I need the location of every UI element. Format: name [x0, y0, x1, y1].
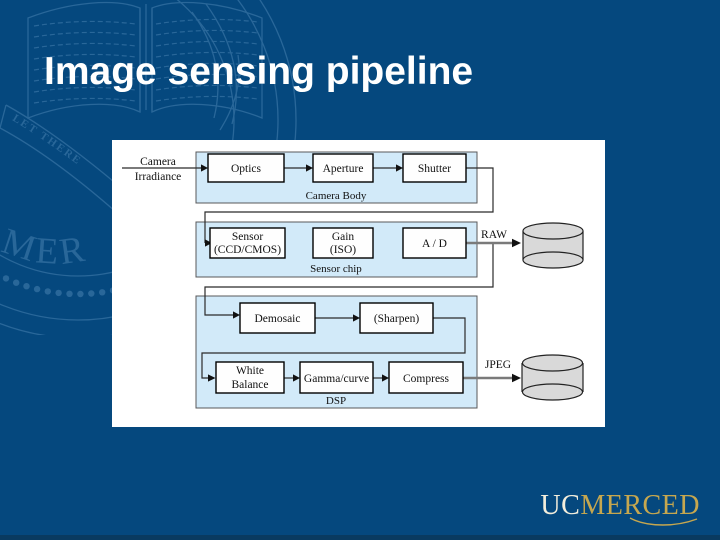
sharpen-label: (Sharpen): [374, 313, 420, 325]
shutter-label: Shutter: [418, 163, 451, 175]
flow-arrowheads: [201, 164, 521, 383]
raw-storage-cylinder-icon: [522, 222, 584, 269]
compress-label: Compress: [403, 373, 450, 385]
flow-wires: [122, 167, 513, 380]
raw-output-label: RAW: [481, 229, 507, 241]
gain-label-line2: (ISO): [330, 244, 356, 256]
page-title: Image sensing pipeline: [44, 50, 474, 93]
gamma-curve-label: Gamma/curve: [304, 373, 369, 385]
optics-box: [207, 153, 285, 183]
input-label-line2: Irradiance: [135, 171, 182, 183]
logo-uc-text: UC: [540, 490, 581, 521]
demosaic-label: Demosaic: [255, 313, 301, 325]
camera-irradiance-input-label: Camera Irradiance: [135, 156, 182, 183]
ad-converter-label: A / D: [422, 238, 447, 250]
white-balance-box: [215, 361, 285, 394]
input-label-line1: Camera: [140, 156, 176, 168]
seal-laurel: [191, 3, 240, 131]
aperture-box: [312, 153, 374, 183]
sharpen-box: [359, 302, 434, 334]
seal-arc-text: MER: [0, 221, 91, 273]
demosaic-box: [239, 302, 316, 334]
gain-box: [312, 227, 374, 259]
dsp-label: DSP: [326, 395, 346, 407]
gain-label-line1: Gain: [332, 231, 355, 243]
white-balance-label-line2: Balance: [231, 379, 268, 391]
jpeg-output-label: JPEG: [485, 359, 511, 371]
ad-converter-box: [402, 227, 467, 259]
sensor-box: [209, 227, 286, 259]
compress-box: [388, 361, 464, 394]
logo-swash: [629, 517, 698, 526]
sensor-label-line2: (CCD/CMOS): [214, 244, 281, 256]
jpeg-storage-cylinder-icon: [521, 354, 584, 401]
camera-body-label: Camera Body: [306, 190, 367, 202]
bottom-accent-bar: [0, 535, 720, 540]
seal-ribbon: LET THERE: [0, 104, 127, 213]
shutter-box: [402, 153, 467, 183]
image-sensing-pipeline-diagram: Camera Irradiance Optics Aperture Shutte…: [122, 151, 584, 409]
ucmerced-logo: UCMERCED: [540, 490, 700, 526]
logo-merced-text: MERCED: [580, 490, 700, 521]
white-balance-label-line1: White: [236, 365, 264, 377]
seal-rings: [0, 0, 297, 335]
gamma-curve-box: [299, 361, 374, 394]
diagram-panel: Camera Irradiance Optics Aperture Shutte…: [112, 140, 605, 427]
optics-label: Optics: [231, 163, 262, 175]
sensor-chip-label: Sensor chip: [310, 263, 362, 275]
uc-seal-watermark: LET THERE MER: [0, 0, 297, 335]
sensor-label-line1: Sensor: [232, 231, 263, 243]
aperture-label: Aperture: [323, 163, 364, 175]
